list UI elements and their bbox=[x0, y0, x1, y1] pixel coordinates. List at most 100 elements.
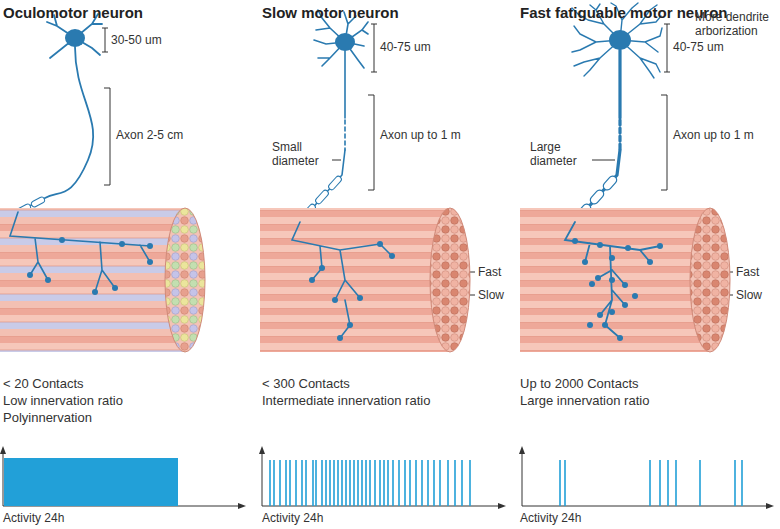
scale-bar bbox=[102, 28, 110, 185]
contacts bbox=[309, 241, 395, 341]
dimension-label: 40-75 um bbox=[380, 40, 431, 54]
illustration-part bbox=[347, 322, 353, 328]
illustration-part bbox=[667, 24, 668, 72]
illustration-part bbox=[582, 259, 588, 265]
annotation: Large innervation ratio bbox=[520, 393, 649, 409]
illustration-part bbox=[632, 293, 638, 299]
arrowheads bbox=[0, 446, 774, 509]
illustration-part bbox=[0, 208, 185, 352]
illustration-part bbox=[572, 238, 578, 244]
nerve-branches bbox=[565, 222, 660, 338]
soma bbox=[335, 33, 355, 51]
fiber-type-label: Fast bbox=[478, 265, 501, 279]
axis-label: Activity 24h bbox=[520, 511, 581, 525]
illustration-part bbox=[18, 47, 93, 212]
illustration-part bbox=[430, 208, 470, 352]
illustration-part bbox=[92, 289, 98, 295]
illustration-part bbox=[327, 175, 342, 191]
illustration-part bbox=[337, 335, 343, 341]
annotation: Low innervation ratio bbox=[3, 393, 123, 409]
illustration-part bbox=[589, 188, 606, 205]
fiber-type-label: Slow bbox=[736, 288, 762, 302]
illustration-part bbox=[3, 452, 240, 506]
contacts bbox=[27, 237, 153, 295]
illustration-part bbox=[520, 208, 710, 352]
illustration-part bbox=[119, 241, 125, 247]
illustration-part bbox=[617, 335, 623, 341]
illustration-part bbox=[664, 72, 670, 73]
fast-neuron bbox=[572, 3, 662, 222]
illustration-part bbox=[595, 275, 601, 281]
illustration-part bbox=[300, 51, 345, 222]
illustration-part bbox=[102, 52, 108, 53]
illustration-part bbox=[597, 242, 603, 248]
illustration-part bbox=[647, 259, 653, 265]
illustration-part bbox=[664, 24, 670, 25]
panel-title: Oculomotor neuron bbox=[3, 4, 143, 22]
nerve-branches bbox=[292, 222, 392, 338]
illustration-part bbox=[592, 160, 615, 161]
illustration-part bbox=[602, 322, 608, 328]
illustration-part bbox=[104, 88, 110, 89]
illustration-part bbox=[618, 120, 621, 150]
activity-spikes bbox=[270, 460, 470, 506]
dimension-label: 40-75 um bbox=[673, 40, 724, 54]
illustration-part bbox=[625, 245, 631, 251]
illustration-part bbox=[105, 28, 106, 52]
contacts bbox=[572, 238, 663, 341]
illustration-part bbox=[661, 95, 667, 96]
illustration-part bbox=[45, 277, 51, 283]
illustration-part bbox=[389, 253, 395, 259]
illustration-part bbox=[112, 285, 118, 291]
illustration-part bbox=[371, 72, 377, 73]
illustration-part bbox=[238, 503, 246, 509]
illustration-part bbox=[609, 255, 615, 261]
panel-title: Slow motor neuron bbox=[262, 4, 399, 22]
illustration-part bbox=[104, 185, 110, 186]
muscle bbox=[520, 208, 730, 352]
illustration-part bbox=[368, 95, 374, 96]
illustration-part bbox=[371, 24, 377, 25]
illustration-part bbox=[565, 222, 660, 338]
soma bbox=[65, 29, 85, 47]
annotation: < 300 Contacts bbox=[262, 376, 350, 392]
illustration-part bbox=[575, 50, 620, 222]
slow-neuron bbox=[300, 10, 368, 222]
illustration-part bbox=[609, 277, 615, 283]
fiber-type-label: Slow bbox=[478, 288, 504, 302]
illustration-part bbox=[368, 190, 374, 191]
annotation: < 20 Contacts bbox=[3, 376, 84, 392]
illustration-part bbox=[597, 312, 603, 318]
illustration-part bbox=[602, 174, 619, 191]
illustration-part bbox=[147, 259, 153, 265]
axis-label: Activity 24h bbox=[3, 511, 64, 525]
dimension-label: Axon up to 1 m bbox=[673, 128, 754, 142]
annotation: Up to 2000 Contacts bbox=[520, 376, 639, 392]
illustration-part bbox=[690, 208, 730, 352]
annotation: Intermediate innervation ratio bbox=[262, 393, 430, 409]
illustration-part bbox=[622, 282, 628, 288]
illustration-part bbox=[332, 297, 338, 303]
callout-label: More dendrite arborization bbox=[695, 10, 775, 39]
fiber-type-label: Fast bbox=[736, 265, 759, 279]
activity-axes bbox=[262, 452, 500, 506]
callout-label: Small diameter bbox=[272, 140, 330, 169]
illustration-part bbox=[589, 281, 595, 287]
activity-axes bbox=[522, 452, 768, 506]
illustration-part bbox=[667, 95, 668, 190]
illustration-part bbox=[262, 452, 500, 506]
oculomotor-neuron bbox=[18, 14, 102, 212]
callout-label: Large diameter bbox=[530, 140, 588, 169]
illustration-part bbox=[292, 222, 392, 338]
illustration-part bbox=[661, 190, 667, 191]
illustration-part bbox=[10, 212, 150, 292]
illustration-part bbox=[260, 208, 450, 352]
illustration-part bbox=[374, 95, 375, 190]
illustration-part bbox=[622, 302, 628, 308]
illustration-part bbox=[587, 322, 593, 328]
activity-axes bbox=[3, 452, 240, 506]
illustration-part bbox=[309, 277, 315, 283]
nerve-branches bbox=[10, 212, 150, 292]
